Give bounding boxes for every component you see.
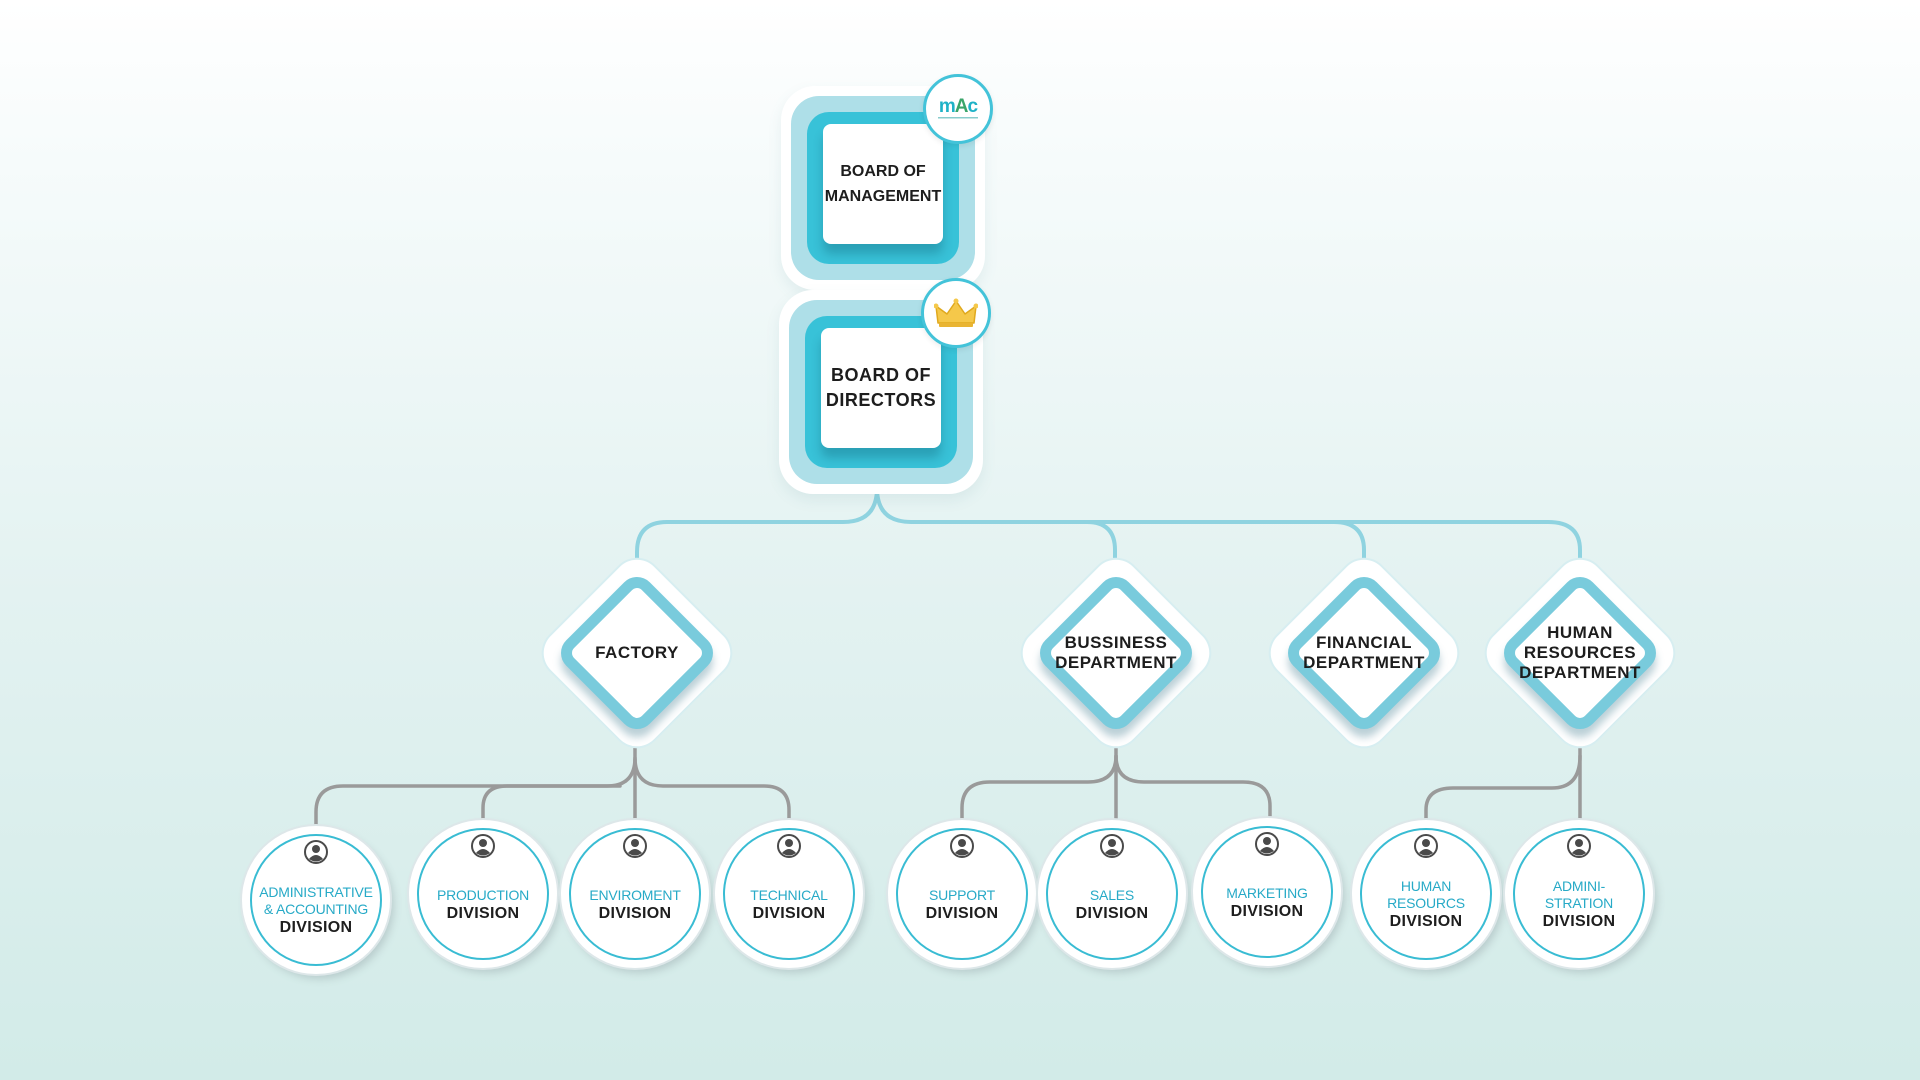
division-enviroment[interactable]: ENVIROMENT DIVISION [561, 820, 709, 968]
division-suffix: DIVISION [1075, 904, 1149, 922]
division-label: MARKETING DIVISION [1201, 858, 1333, 948]
division-administrative-accounting[interactable]: ADMINISTRATIVE & ACCOUNTING DIVISION [242, 826, 390, 974]
department-human-resources[interactable]: HUMAN RESOURCES DEPARTMENT [1475, 548, 1685, 758]
department-label-line: DEPARTMENT [1055, 653, 1177, 672]
division-suffix: DIVISION [1230, 902, 1304, 920]
division-production[interactable]: PRODUCTION DIVISION [409, 820, 557, 968]
division-name-line: SALES [1089, 886, 1135, 903]
logo-letter: A [954, 96, 969, 117]
logo-letter: m [938, 96, 956, 117]
company-logo-icon: mAc [938, 96, 979, 120]
company-logo-badge: mAc [923, 74, 993, 144]
department-label-line: RESOURCES [1523, 643, 1637, 662]
division-support[interactable]: SUPPORT DIVISION [888, 820, 1036, 968]
division-name-line: MARKETING [1226, 884, 1308, 901]
connector-directors-to-hr [1328, 520, 1582, 577]
connector-factory-to-production [481, 784, 622, 828]
division-label: SUPPORT DIVISION [896, 860, 1028, 950]
division-name-line: & ACCOUNTING [263, 901, 369, 917]
board-of-management-box[interactable]: BOARD OF MANAGEMENT mAc [781, 74, 993, 290]
division-name-line: ADMINI- [1552, 878, 1606, 894]
connector-directors-to-factory [635, 463, 879, 577]
department-label-line: HUMAN [1547, 623, 1613, 642]
box-label: BOARD OF MANAGEMENT [823, 124, 943, 244]
division-name-line: TECHNICAL [750, 886, 828, 903]
division-sales[interactable]: SALES DIVISION [1038, 820, 1186, 968]
division-suffix: DIVISION [1389, 913, 1463, 930]
division-label: ADMINI- STRATION DIVISION [1513, 860, 1645, 950]
user-avatar-icon [471, 834, 495, 858]
division-name-line: SUPPORT [928, 886, 996, 903]
connector-business-to-marketing [1114, 754, 1272, 828]
connector-factory-to-technical [633, 756, 791, 828]
division-name-line: HUMAN [1400, 878, 1452, 894]
department-label: FACTORY [532, 548, 742, 758]
user-avatar-icon [1567, 834, 1591, 858]
user-avatar-icon [623, 834, 647, 858]
box-label: BOARD OF DIRECTORS [821, 328, 941, 448]
logo-letter: c [967, 96, 979, 117]
board-of-directors-box[interactable]: BOARD OF DIRECTORS [779, 278, 991, 494]
division-label: ADMINISTRATIVE & ACCOUNTING DIVISION [250, 866, 382, 956]
department-label-line: DEPARTMENT [1519, 663, 1641, 682]
division-name-line: PRODUCTION [436, 886, 530, 903]
box-label-line: DIRECTORS [825, 390, 937, 410]
department-label-line: FACTORY [595, 643, 679, 662]
box-label-line: MANAGEMENT [824, 188, 942, 205]
division-name-line: RESOURCS [1387, 895, 1465, 911]
division-administration[interactable]: ADMINI- STRATION DIVISION [1505, 820, 1653, 968]
division-label: HUMAN RESOURCS DIVISION [1360, 860, 1492, 950]
department-financial[interactable]: FINANCIAL DEPARTMENT [1259, 548, 1469, 758]
department-label-line: FINANCIAL [1315, 633, 1413, 652]
division-technical[interactable]: TECHNICAL DIVISION [715, 820, 863, 968]
division-human-resources[interactable]: HUMAN RESOURCS DIVISION [1352, 820, 1500, 968]
user-avatar-icon [950, 834, 974, 858]
department-label-line: DEPARTMENT [1303, 653, 1425, 672]
department-business[interactable]: BUSSINESS DEPARTMENT [1011, 548, 1221, 758]
user-avatar-icon [777, 834, 801, 858]
department-label-line: BUSSINESS [1064, 633, 1168, 652]
division-name-line: STRATION [1544, 895, 1614, 911]
user-avatar-icon [304, 840, 328, 864]
division-suffix: DIVISION [752, 904, 826, 922]
logo-tagline-mark [938, 117, 978, 119]
division-label: SALES DIVISION [1046, 860, 1178, 950]
user-avatar-icon [1100, 834, 1124, 858]
crown-badge [921, 278, 991, 348]
division-marketing[interactable]: MARKETING DIVISION [1193, 818, 1341, 966]
division-suffix: DIVISION [925, 904, 999, 922]
division-suffix: DIVISION [598, 904, 672, 922]
department-label: HUMAN RESOURCES DEPARTMENT [1475, 548, 1685, 758]
division-suffix: DIVISION [446, 904, 520, 922]
department-factory[interactable]: FACTORY [532, 548, 742, 758]
user-avatar-icon [1414, 834, 1438, 858]
crown-icon [934, 298, 978, 327]
department-label: BUSSINESS DEPARTMENT [1011, 548, 1221, 758]
division-label: PRODUCTION DIVISION [417, 860, 549, 950]
box-label-line: BOARD OF [831, 365, 931, 385]
logo-wordmark: mAc [938, 96, 979, 117]
division-name-line: ADMINISTRATIVE [259, 884, 373, 900]
division-label: TECHNICAL DIVISION [723, 860, 855, 950]
division-suffix: DIVISION [1542, 913, 1616, 930]
user-avatar-icon [1255, 832, 1279, 856]
division-suffix: DIVISION [279, 919, 353, 936]
department-label: FINANCIAL DEPARTMENT [1259, 548, 1469, 758]
division-label: ENVIROMENT DIVISION [569, 860, 701, 950]
division-name-line: ENVIROMENT [589, 886, 681, 903]
box-label-line: BOARD OF [840, 163, 926, 180]
